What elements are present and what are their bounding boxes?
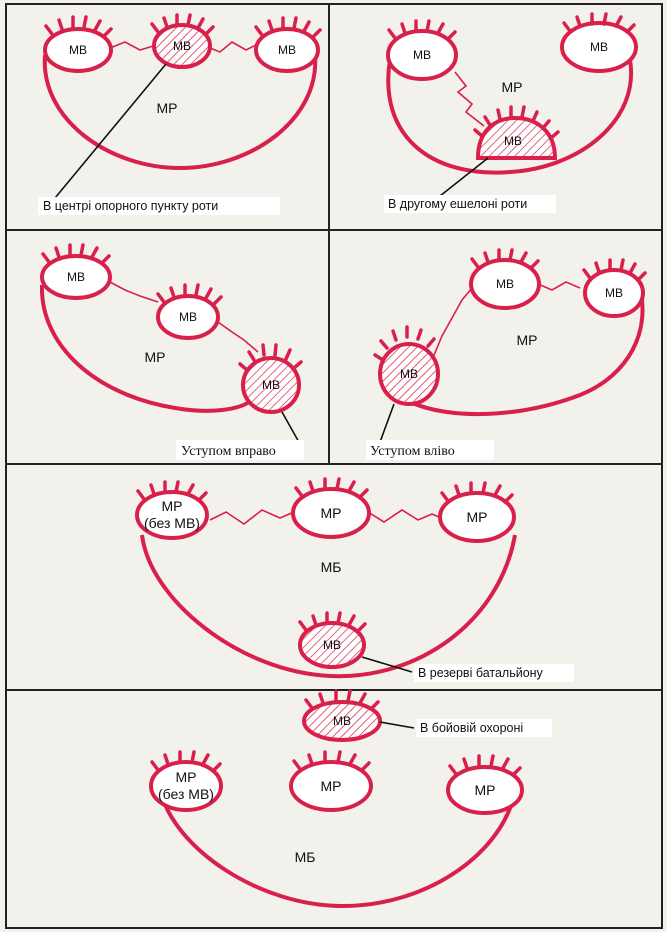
panel-4-left-unit-label: МВ bbox=[400, 367, 418, 381]
panel-4-area-label: МР bbox=[517, 332, 538, 348]
panel-4-leader-line bbox=[379, 403, 395, 443]
panel-5: МР (без МВ) МР МР МБ МВ В резерві баталь… bbox=[135, 477, 574, 682]
panel-1-area-label: МР bbox=[157, 100, 178, 116]
panel-5-center-unit-label: МР bbox=[321, 505, 342, 521]
panel-4-link-right bbox=[537, 281, 581, 291]
panel-2-second-unit-label: МВ bbox=[504, 134, 522, 148]
panel-3-left-unit-label: МВ bbox=[67, 270, 85, 284]
panel-1-area-outline bbox=[42, 54, 318, 171]
panel-5-reserve-unit bbox=[298, 621, 366, 669]
panel-3-link-left bbox=[109, 281, 159, 303]
panel-5-reserve-unit-label: МВ bbox=[323, 638, 341, 652]
panel-2-caption-box bbox=[384, 195, 556, 213]
panel-5-link-left bbox=[209, 509, 295, 525]
panel-1-left-unit-label: МВ bbox=[69, 43, 87, 57]
panel-5-area-outline bbox=[140, 534, 517, 679]
panel-1-center-unit-label: МВ bbox=[173, 39, 191, 53]
panel-3-caption-box bbox=[176, 440, 304, 460]
panel-3-caption: Уступом вправо bbox=[181, 444, 276, 459]
panel-3-unit-left bbox=[40, 254, 112, 300]
panel-2-unit-left bbox=[386, 29, 458, 81]
panel-3-unit-back bbox=[241, 356, 301, 414]
panel-2-unit-right bbox=[560, 21, 638, 73]
panel-6-area-outline bbox=[158, 789, 517, 909]
panel-5-right-unit-label: МР bbox=[467, 509, 488, 525]
panel-1-link-right bbox=[204, 41, 259, 53]
panel-1-caption: В центрі опорного пункту роти bbox=[43, 199, 218, 213]
panel-2-right-unit-label: МВ bbox=[590, 40, 608, 54]
panel-frames bbox=[5, 3, 663, 929]
panel-6-leader-line bbox=[379, 721, 415, 729]
panel-4: МВ МВ МВ МР Уступом вліво bbox=[366, 248, 647, 460]
panel-3-area-outline bbox=[39, 284, 254, 413]
panel-4-link-left bbox=[431, 287, 473, 361]
panel-1-unit-center bbox=[152, 23, 212, 69]
panel-6-left-unit-line1: МР bbox=[176, 769, 197, 785]
panel-3-unit-mid bbox=[156, 294, 220, 340]
panel-5-left-unit-line1: МР bbox=[162, 498, 183, 514]
panel-2: МВ МВ МР МВ В другому ешелоні роти bbox=[384, 12, 638, 213]
panel-3-leader-line bbox=[281, 411, 301, 445]
panel-6-right-unit-label: МР bbox=[475, 782, 496, 798]
panel-4-caption-box bbox=[366, 440, 494, 460]
panel-5-unit-right bbox=[438, 491, 516, 543]
panel-2-link bbox=[454, 71, 485, 127]
panel-2-caption: В другому ешелоні роти bbox=[388, 197, 527, 211]
panel-4-unit-left bbox=[378, 342, 440, 406]
panel-5-left-unit-line2: (без МВ) bbox=[144, 515, 200, 531]
panel-6-area-label: МБ bbox=[295, 849, 316, 865]
panel-6-unit-center bbox=[289, 760, 373, 812]
panel-5-caption-box bbox=[414, 664, 574, 682]
panel-2-leader-line bbox=[439, 157, 489, 197]
panel-4-area-outline bbox=[409, 289, 645, 417]
panel-5-unit-center bbox=[291, 487, 371, 539]
panel-3-mid-unit-label: МВ bbox=[179, 310, 197, 324]
panel-4-unit-right bbox=[583, 268, 645, 318]
panel-6: МВ В бойовій охороні МР (без МВ) МР МР М… bbox=[149, 689, 552, 909]
panel-1-unit-left bbox=[43, 27, 113, 73]
panel-5-unit-left bbox=[135, 490, 209, 540]
panel-2-left-unit-label: МВ bbox=[413, 48, 431, 62]
panel-6-caption: В бойовій охороні bbox=[420, 721, 523, 735]
panel-3-area-label: МР bbox=[145, 349, 166, 365]
panel-6-frame bbox=[5, 689, 663, 929]
panel-1-link-left bbox=[109, 41, 161, 51]
panel-6-caption-box bbox=[416, 719, 552, 737]
panel-5-link-right bbox=[367, 509, 447, 523]
panel-5-caption: В резерві батальйону bbox=[418, 666, 544, 680]
panel-1: МВ МВ МВ МР В центрі опорного пункту рот… bbox=[38, 13, 322, 215]
panel-1-caption-box bbox=[38, 197, 280, 215]
panel-3-back-unit-label: МВ bbox=[262, 378, 280, 392]
panel-2-area-outline bbox=[386, 59, 634, 175]
panel-4-right-unit-label: МВ bbox=[605, 286, 623, 300]
panel-6-guard-unit bbox=[302, 700, 382, 742]
panel-5-area-label: МБ bbox=[321, 559, 342, 575]
panel-1-leader-line bbox=[54, 63, 167, 199]
panel-6-unit-right bbox=[446, 765, 524, 815]
panel-4-unit-mid bbox=[469, 258, 541, 310]
panel-6-guard-unit-label: МВ bbox=[333, 714, 351, 728]
panel-5-leader-line bbox=[361, 656, 413, 673]
panel-6-unit-left bbox=[149, 760, 223, 812]
panel-1-right-unit-label: МВ bbox=[278, 43, 296, 57]
panel-3-link-right bbox=[217, 321, 259, 353]
panel-6-left-unit-line2: (без МВ) bbox=[158, 786, 214, 802]
panel-1-unit-right bbox=[254, 27, 320, 73]
panel-3: МВ МВ МР МВ Уступом вправо bbox=[39, 243, 304, 460]
panel-6-center-unit-label: МР bbox=[321, 778, 342, 794]
panel-4-caption: Уступом вліво bbox=[370, 444, 455, 459]
panel-2-area-label: МР bbox=[502, 79, 523, 95]
panel-4-mid-unit-label: МВ bbox=[496, 277, 514, 291]
